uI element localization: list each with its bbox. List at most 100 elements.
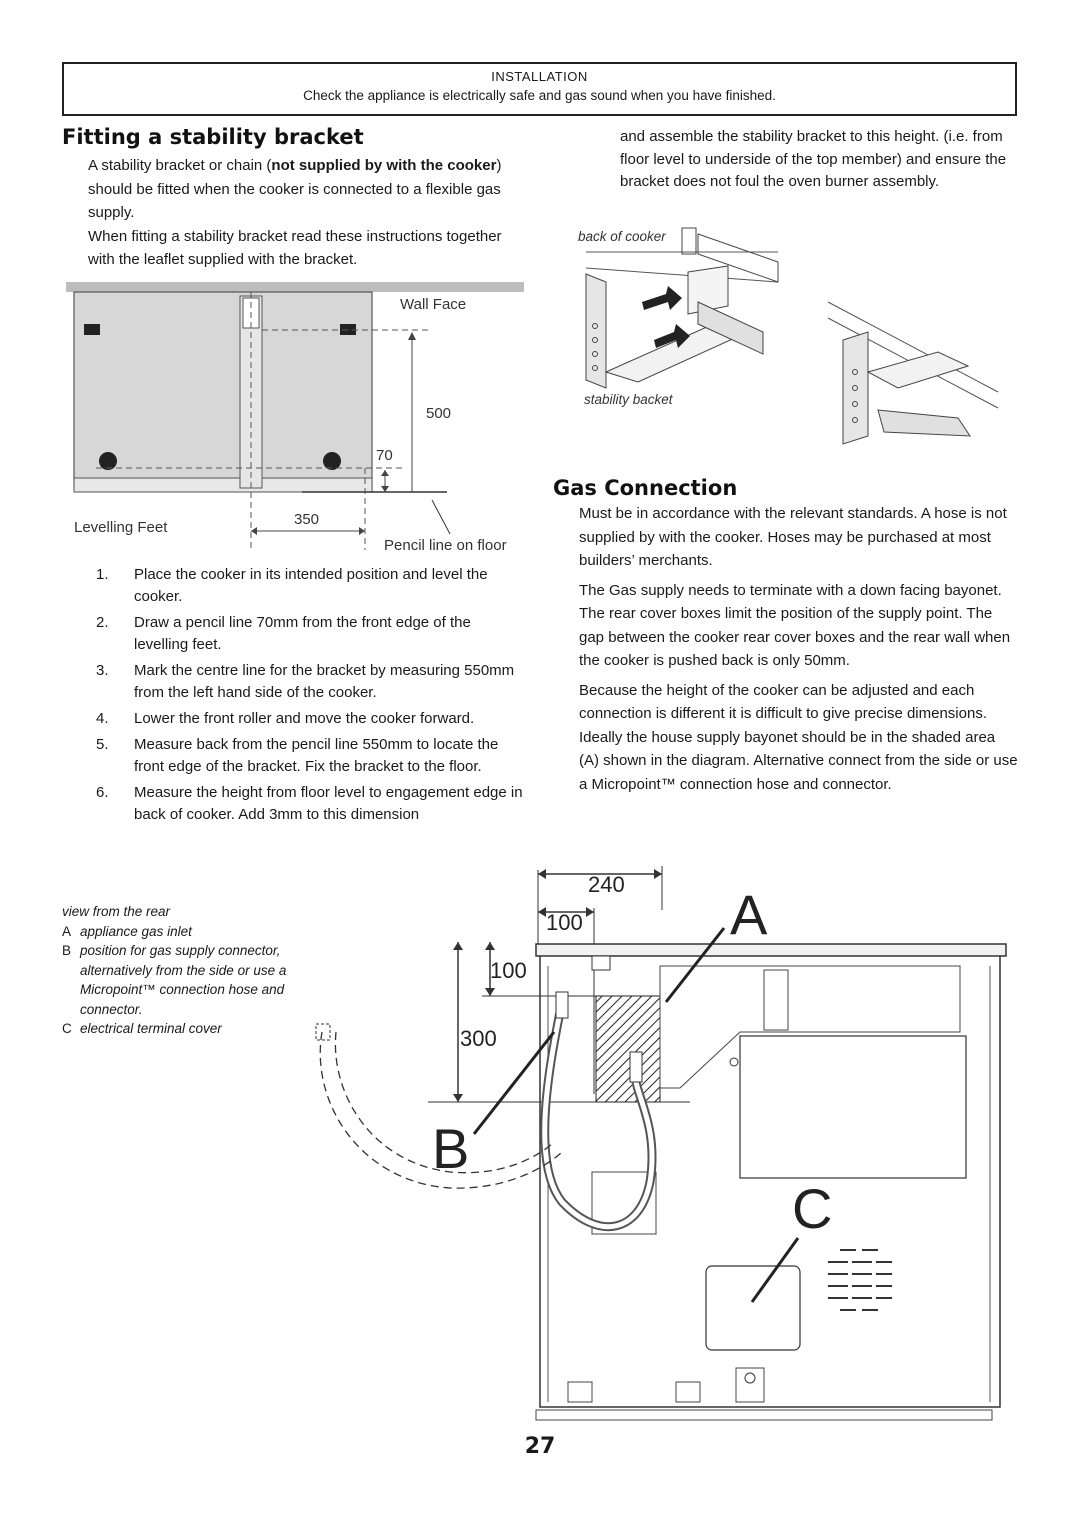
gas-rear-view-diagram: 240 100 100 300 (315, 866, 1007, 1421)
foot-screw (744, 1372, 756, 1384)
intro-1c: ) should be fitted when the cooker is co… (88, 157, 502, 221)
foot (675, 1381, 701, 1403)
caption-key: C (62, 1021, 72, 1036)
dim-300-arrow (453, 1094, 463, 1102)
gas-para-3: Because the height of the cooker can be … (579, 681, 1018, 793)
dim-500-arrow (408, 332, 416, 340)
electrical-terminal-cover (705, 1265, 801, 1351)
foot-right (323, 452, 341, 470)
wall-top (66, 282, 524, 292)
hole-left (84, 324, 100, 335)
intro-1a: A stability bracket or chain ( (88, 157, 272, 174)
arrow-1 (642, 286, 682, 310)
view2-rail (877, 409, 971, 437)
alternate-route (319, 1031, 563, 1189)
dim-300: 300 (460, 1026, 497, 1051)
appliance-inlet (629, 1051, 643, 1083)
plate-hole (852, 401, 858, 407)
top-member (697, 233, 779, 283)
step-3: 3. Mark the centre line for the bracket b… (96, 660, 524, 704)
cooker-body (73, 291, 373, 489)
dim-100-vertical: 100 (490, 958, 527, 983)
stability-intro-2: When fitting a stability bracket read th… (88, 227, 502, 269)
pointer-c (750, 1237, 800, 1303)
dim-70-arrow-up (381, 470, 389, 476)
dim-70-arrow-down (381, 486, 389, 492)
step-num: 3. (96, 662, 109, 679)
dim-350-arrow-left (251, 527, 257, 535)
pencil-pointer (431, 499, 451, 535)
rear-cover-box (739, 1035, 967, 1179)
cooker-base (73, 477, 373, 493)
caption-title: view from the rear (62, 904, 171, 919)
rear-panel (659, 965, 961, 1089)
dim-100h-arrow (586, 907, 594, 917)
hose-connector (555, 991, 569, 1019)
dim-350-arrow-right (359, 527, 365, 535)
step-num: 2. (96, 614, 109, 631)
step-text: Measure the height from floor level to e… (134, 784, 523, 823)
stability-bracket-label: stability backet (584, 392, 674, 407)
plate-hole (592, 337, 598, 343)
foot (735, 1367, 765, 1403)
stability-intro: A stability bracket or chain (not suppli… (88, 154, 528, 272)
step-text: Lower the front roller and move the cook… (134, 710, 475, 727)
header-title: INSTALLATION (491, 69, 588, 84)
dim-500: 500 (426, 405, 451, 422)
stability-diagram: Wall Face 500 70 350 Levelling Feet Penc… (66, 282, 524, 554)
plate-hole (852, 417, 858, 423)
plate-hole (592, 323, 598, 329)
dim-100v-arrow (485, 942, 495, 950)
dim-300-arrow (453, 942, 463, 950)
step-text: Measure back from the pencil line 550mm … (134, 736, 499, 775)
back-of-cooker-label: back of cooker (578, 229, 666, 244)
panel-line-2 (585, 267, 779, 283)
caption-text: appliance gas inlet (80, 923, 192, 939)
stability-intro-1: A stability bracket or chain (not suppli… (88, 154, 528, 225)
foot-left (99, 452, 117, 470)
dim-100h-arrow (538, 907, 546, 917)
pointer-a (664, 927, 726, 1003)
installation-header: INSTALLATION Check the appliance is elec… (62, 62, 1017, 116)
step-num: 5. (96, 736, 109, 753)
page-number: 27 (524, 1434, 556, 1459)
view2-plate (842, 331, 869, 445)
step-2: 2.Draw a pencil line 70mm from the front… (96, 612, 524, 656)
step-5: 5. Measure back from the pencil line 550m… (96, 734, 524, 778)
bracket-diagram: back of cooker stability backet (578, 227, 999, 445)
arrow-2 (654, 324, 690, 348)
alternate-route (334, 1031, 553, 1174)
step-1: 1.Place the cooker in its intended posit… (96, 564, 524, 608)
dim-240-arrow (538, 869, 546, 879)
caption-key: A (62, 923, 72, 939)
gas-text: Must be in accordance with the relevant … (579, 502, 1019, 796)
dim-240: 240 (588, 872, 625, 897)
base-plinth (535, 1409, 993, 1421)
right-vents (828, 1249, 892, 1311)
view2-arm (866, 351, 970, 389)
cooker-top-rail (535, 943, 1007, 957)
cooker-outline (539, 956, 1001, 1408)
label-b: B (432, 1117, 469, 1180)
caption-text: electrical terminal cover (80, 1021, 222, 1036)
caption-text: position for gas supply connector, alter… (80, 943, 287, 1017)
intro-1b-bold: not supplied by with the cooker (271, 157, 497, 174)
levelling-feet-label: Levelling Feet (74, 519, 168, 536)
floor-rail (697, 301, 764, 355)
shaded-area-a (595, 995, 661, 1103)
step-num: 6. (96, 784, 109, 801)
pointer-b (472, 1031, 556, 1135)
label-a: A (730, 883, 768, 946)
dim-100-horizontal: 100 (546, 910, 583, 935)
plate-hole (592, 351, 598, 357)
step-text: Mark the centre line for the bracket by … (134, 662, 515, 701)
gas-heading: Gas Connection (553, 476, 738, 500)
step-num: 4. (96, 710, 109, 727)
step-4: 4. Lower the front roller and move the co… (96, 708, 524, 730)
plate-hole (592, 365, 598, 371)
gas-para-2: The Gas supply needs to terminate with a… (579, 581, 1011, 670)
